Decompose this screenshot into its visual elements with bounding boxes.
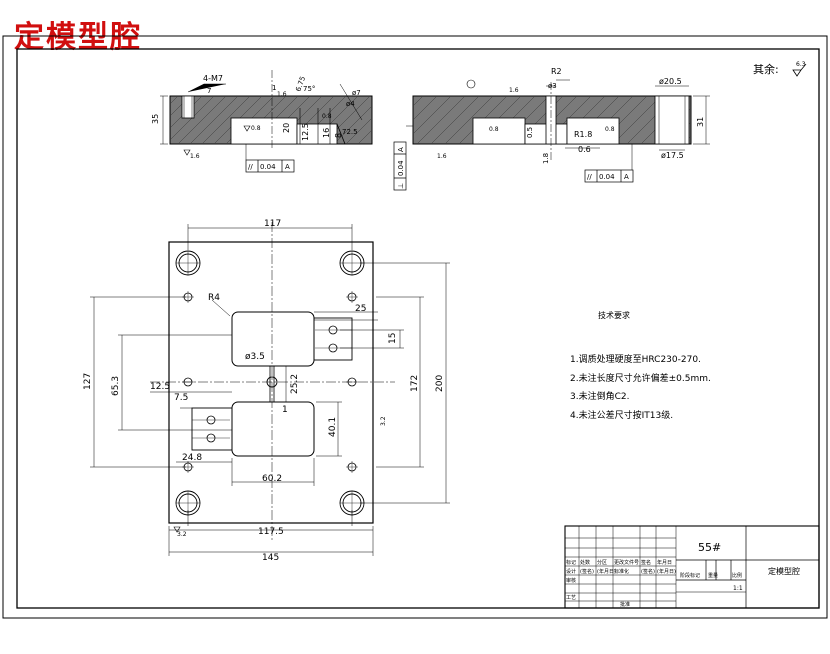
svg-text:重量: 重量 (708, 572, 718, 579)
dim-117-5: 117.5 (258, 527, 284, 537)
section-view-left: 35 4-M7 7 20 12.5 16 8 1 75° 6.75 ø7 ø4 … (151, 70, 373, 173)
svg-text:工艺: 工艺 (566, 595, 576, 601)
dim-1-plan: 1 (282, 405, 288, 415)
dim-r2: R2 (551, 67, 562, 76)
dim-172: 172 (410, 375, 420, 392)
svg-text:A: A (624, 173, 629, 181)
roughness-1-6-right: 1.6 (437, 153, 447, 160)
roughness-1-6-left-top: 1.6 (277, 91, 287, 98)
dim-127: 127 (83, 373, 93, 390)
dim-0-5: 0.5 (526, 127, 534, 138)
dim-25: 25 (355, 304, 366, 314)
part-number: 55# (698, 541, 721, 554)
dim-25-2: 25.2 (290, 374, 300, 394)
dim-40-1: 40.1 (328, 417, 338, 437)
dim-1: 1 (272, 84, 276, 92)
roughness-0-8-right: 0.8 (489, 126, 499, 133)
svg-text://: // (587, 173, 592, 181)
dim-12-5: 12.5 (301, 123, 310, 141)
svg-text:设计: 设计 (566, 568, 576, 575)
svg-text:分区: 分区 (597, 559, 607, 566)
dim-1-8: 1.8 (542, 153, 550, 164)
svg-text:⊥: ⊥ (397, 183, 405, 189)
dim-60-2: 60.2 (262, 474, 282, 484)
dim-31: 31 (696, 117, 705, 127)
roughness-0-8-left-b: 0.8 (322, 113, 332, 120)
tech-req-item-1: 1.调质处理硬度至HRC230-270. (570, 353, 701, 365)
dim-angle-72-5: 72.5 (342, 128, 358, 136)
tolerance-frame-right: // 0.04 A (584, 169, 634, 183)
dim-phi4: ø4 (346, 100, 355, 108)
dim-thread-4-m7: 4-M7 (203, 74, 223, 83)
scale-value: 1:1 (733, 585, 743, 592)
svg-text:标记: 标记 (566, 559, 576, 566)
dim-12-5-plan: 12.5 (150, 382, 170, 392)
svg-text:(年月日): (年月日) (597, 568, 616, 575)
svg-text:批准: 批准 (620, 601, 630, 608)
svg-text:A: A (285, 163, 290, 171)
dim-15: 15 (388, 333, 398, 344)
dim-angle-75: 75° (303, 85, 315, 93)
dim-phi20-5: ø20.5 (659, 77, 682, 86)
svg-text:签名: 签名 (641, 559, 651, 566)
dim-65-3: 65.3 (111, 376, 121, 396)
svg-text:0.04: 0.04 (397, 160, 405, 176)
title-block-labels: 标记 处数 分区 更改文件号 签名 年月日 设计 (签名) (年月日) 标准化 … (566, 559, 742, 608)
svg-text:比例: 比例 (732, 572, 742, 579)
roughness-3-2-plan: 3.2 (177, 531, 187, 538)
dim-117: 117 (264, 219, 281, 229)
technical-requirements: 技术要求 1.调质处理硬度至HRC230-270. 2.未注长度尺寸允许偏差±0… (570, 310, 711, 421)
roughness-0-8-right-b: 0.8 (605, 126, 615, 133)
dim-200: 200 (435, 375, 445, 392)
svg-text:更改文件号: 更改文件号 (614, 559, 639, 566)
svg-text:处数: 处数 (580, 559, 590, 566)
svg-text:A: A (397, 147, 405, 152)
dim-phi3-5: ø3.5 (245, 352, 265, 362)
roughness-1-6-right-top: 1.6 (509, 87, 519, 94)
dim-24-8: 24.8 (182, 453, 202, 463)
roughness-1-6-left: 1.6 (190, 153, 200, 160)
roughness-3-2-plan-side: 3.2 (380, 416, 387, 426)
tech-req-heading: 技术要求 (598, 310, 630, 320)
svg-text:0.04: 0.04 (260, 163, 276, 171)
dim-r4: R4 (208, 293, 220, 303)
dim-20: 20 (282, 123, 291, 133)
dim-145: 145 (262, 553, 279, 563)
inner-border (16, 48, 820, 609)
tech-req-item-4: 4.未注公差尺寸按IT13级. (570, 409, 673, 421)
outer-border (2, 35, 828, 619)
section-view-right: R2 ø3 ø20.5 31 0.5 R1.8 0.6 1.8 ø17.5 1.… (393, 67, 710, 191)
title-block (564, 525, 820, 609)
dim-r1-8: R1.8 (574, 130, 592, 139)
dim-phi17-5: ø17.5 (661, 151, 684, 160)
roughness-0-8-left: 0.8 (251, 125, 261, 132)
svg-text://: // (248, 163, 253, 171)
dim-thread-depth: 7 (207, 87, 211, 95)
svg-text:(签名): (签名) (641, 568, 655, 575)
svg-text:标准化: 标准化 (614, 568, 629, 575)
dim-0-6: 0.6 (578, 145, 591, 154)
svg-text:0.04: 0.04 (599, 173, 615, 181)
svg-text:阶段标记: 阶段标记 (680, 572, 700, 579)
perpendicularity-frame: ⊥ 0.04 A (393, 125, 413, 191)
roughness-note-label: 其余: (753, 62, 779, 76)
roughness-note-value: 6.3 (796, 61, 806, 68)
plan-view: 117 R4 25 15 ø3.5 12.5 25.2 7.5 1 40.1 2… (83, 219, 450, 563)
svg-text:年月日: 年月日 (657, 559, 672, 566)
svg-text:(年月日): (年月日) (657, 568, 676, 575)
dim-7-5: 7.5 (174, 393, 188, 403)
svg-text:审核: 审核 (566, 577, 576, 584)
svg-text:(签名): (签名) (580, 568, 594, 575)
dim-height-35: 35 (151, 114, 160, 124)
roughness-note: 其余: 6.3 (753, 61, 807, 77)
part-name: 定模型腔 (768, 566, 800, 576)
tech-req-item-3: 3.未注倒角C2. (570, 390, 629, 402)
dim-8: 8 (334, 133, 343, 138)
tolerance-frame-left: // 0.04 A (245, 159, 295, 173)
dim-16: 16 (322, 128, 331, 138)
tech-req-item-2: 2.未注长度尺寸允许偏差±0.5mm. (570, 372, 711, 384)
dim-phi7: ø7 (352, 89, 361, 97)
